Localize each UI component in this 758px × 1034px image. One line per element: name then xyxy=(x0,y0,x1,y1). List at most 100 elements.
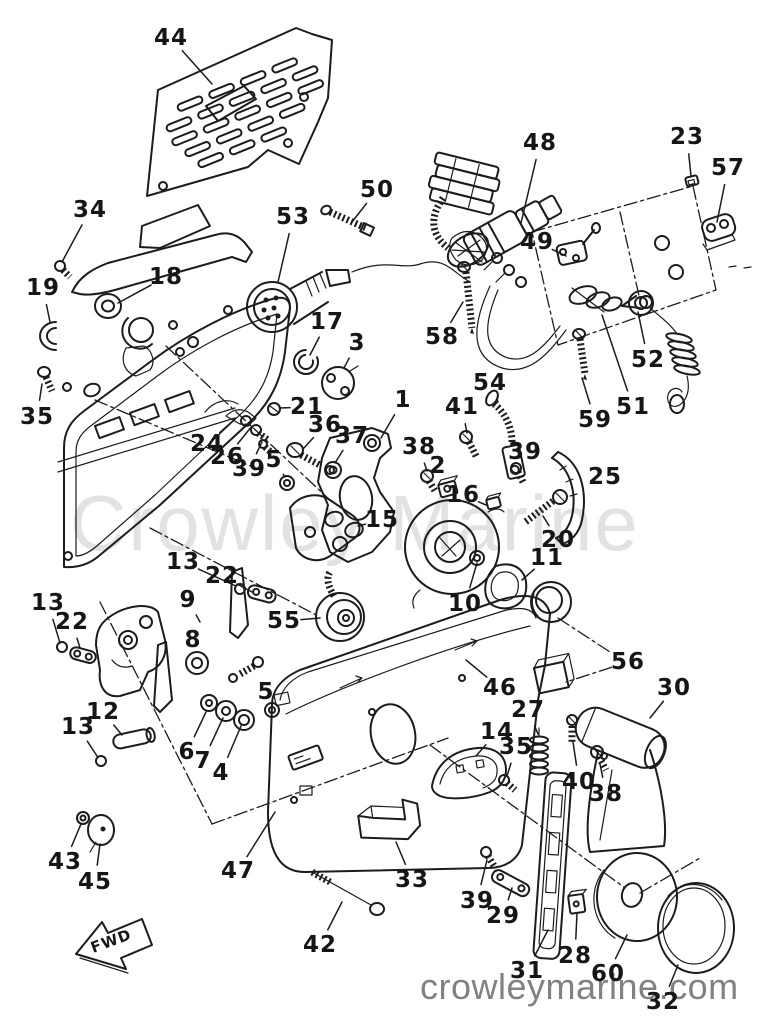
leader-line-35 xyxy=(38,383,43,401)
leader-line-52 xyxy=(637,311,646,345)
leader-line-58 xyxy=(449,301,464,324)
site-watermark: crowleymarine.com xyxy=(420,966,739,1007)
leader-line-46 xyxy=(465,659,488,678)
part-7-washer xyxy=(215,700,237,722)
part-51-stop-switch xyxy=(568,285,623,313)
leader-line-11 xyxy=(521,568,535,581)
part-4-ring xyxy=(233,709,255,731)
part-30-control-lever xyxy=(574,706,678,942)
leader-line-12 xyxy=(113,724,123,736)
part-16-block xyxy=(485,492,502,511)
part-43-washer xyxy=(76,811,90,825)
part-38-screw-a xyxy=(420,469,439,493)
part-29-link xyxy=(491,869,531,898)
leader-line-29 xyxy=(507,887,513,901)
part-39-screw-c xyxy=(480,846,498,868)
part-25-arm xyxy=(551,451,585,545)
part-14-guard xyxy=(431,746,507,800)
part-55-throttle-drum xyxy=(315,570,365,642)
leader-line-48 xyxy=(520,158,537,224)
leader-line-19 xyxy=(45,303,51,323)
part-9-bracket xyxy=(95,567,264,713)
part-46-housing xyxy=(267,595,551,873)
part-45-disc xyxy=(87,814,115,853)
leader-line-32 xyxy=(668,964,679,987)
leader-line-9 xyxy=(195,614,201,623)
leader-line-17 xyxy=(309,336,320,356)
part-57-clip xyxy=(701,213,737,251)
leader-line-54 xyxy=(495,397,499,403)
leader-line-38 xyxy=(599,763,604,779)
leader-line-42 xyxy=(326,901,343,931)
part-21-screw xyxy=(204,400,281,416)
leader-line-43 xyxy=(70,823,82,848)
leader-line-10 xyxy=(469,562,478,589)
leader-line-13 xyxy=(86,740,98,757)
leader-line-13 xyxy=(197,568,237,587)
leader-line-40 xyxy=(572,741,578,766)
part-40-screw xyxy=(566,714,578,742)
leader-line-16 xyxy=(477,501,487,506)
part-8-bushing xyxy=(185,651,209,675)
part-28-block xyxy=(567,888,587,915)
part-6-nut xyxy=(200,694,218,712)
part-2-slider-block xyxy=(437,475,459,499)
leader-line-39 xyxy=(480,859,488,886)
part-39-screw-a xyxy=(258,439,275,456)
part-cam-housing xyxy=(404,499,505,609)
leader-line-35 xyxy=(506,762,512,777)
leader-line-51 xyxy=(601,314,629,392)
leader-line-59 xyxy=(581,377,591,405)
leader-line-15 xyxy=(357,523,367,527)
part-washer-ring xyxy=(530,581,572,623)
leader-line-13 xyxy=(52,618,61,644)
part-1-bracket xyxy=(317,427,395,563)
part-31-slider-strip xyxy=(532,771,573,960)
part-5-nut-a xyxy=(279,475,295,491)
leader-line-22 xyxy=(76,637,81,649)
part-20-bolt xyxy=(521,489,568,526)
part-47-bracket-panel xyxy=(57,296,291,569)
leader-line-55 xyxy=(300,617,321,621)
leader-line-3 xyxy=(343,357,350,369)
part-54-cable xyxy=(485,389,526,480)
part-3-retainer-plate xyxy=(321,365,359,400)
leader-line-57 xyxy=(716,183,726,223)
leader-line-39 xyxy=(255,441,263,455)
part-15-lever xyxy=(289,494,364,562)
callout-leader-lines xyxy=(38,49,726,987)
part-52-lanyard xyxy=(621,295,701,414)
part-56-block xyxy=(533,652,575,695)
leader-line-24 xyxy=(218,417,237,434)
leader-line-14 xyxy=(475,744,487,757)
part-mounting-plate-outline xyxy=(531,185,752,346)
part-38-screw-b xyxy=(590,745,610,772)
leader-line-50 xyxy=(351,202,368,223)
part-39-screw-b xyxy=(510,462,528,486)
leader-line-34 xyxy=(61,224,83,263)
leader-line-47 xyxy=(246,811,276,858)
part-13-22-clamp-left xyxy=(56,641,97,664)
part-23-nut xyxy=(684,174,700,188)
leader-line-28 xyxy=(575,912,578,940)
part-26-screw xyxy=(250,424,271,443)
part-49-toggle-switch xyxy=(555,222,601,266)
leader-line-26 xyxy=(236,425,253,445)
part-58-screw xyxy=(457,261,476,334)
leader-line-36 xyxy=(302,436,315,450)
leader-line-20 xyxy=(542,515,550,527)
part-13-nut-c xyxy=(95,755,107,767)
leader-line-37 xyxy=(334,449,344,464)
part-27-spring xyxy=(529,727,549,776)
leader-line-31 xyxy=(533,929,549,957)
part-50-cable-tie xyxy=(320,204,375,237)
leader-line-33 xyxy=(395,841,407,866)
leader-line-41 xyxy=(464,422,468,434)
part-44-slotted-plate xyxy=(146,27,333,197)
leader-line-53 xyxy=(277,232,290,283)
leader-line-56 xyxy=(565,666,613,683)
part-33-clip xyxy=(357,798,422,841)
part-12-pin xyxy=(112,727,156,750)
part-32-disc xyxy=(657,882,735,974)
